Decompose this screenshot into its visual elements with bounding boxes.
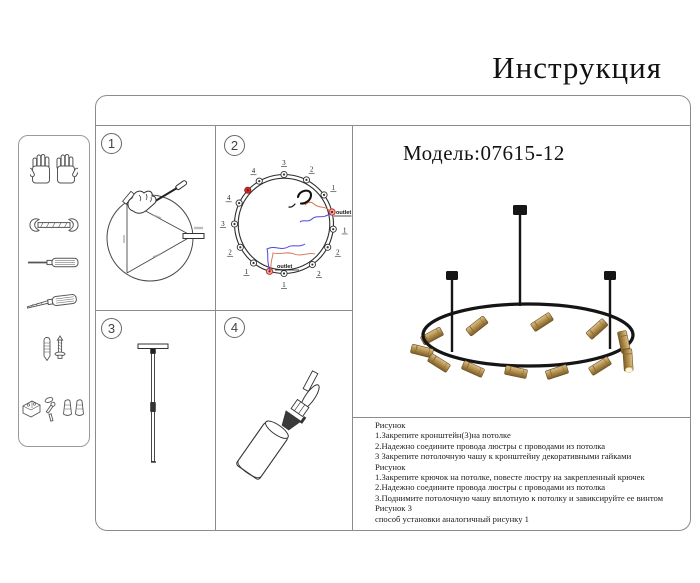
svg-text:2: 2 (336, 250, 340, 257)
panel1-drilling-diagram (106, 180, 205, 282)
outlet-right-label: outlet (336, 210, 351, 216)
svg-text:2: 2 (310, 167, 314, 174)
ring-mount-points: 3 2 1 1 2 2 1 1 2 3 4 4 (220, 160, 348, 289)
svg-text:1: 1 (282, 282, 285, 289)
ceiling-mount-center (513, 205, 527, 215)
page-title: Инструкция (492, 50, 662, 85)
svg-text:2: 2 (228, 250, 232, 257)
wrench-icon (19, 216, 89, 234)
outlet-bottom-wires (266, 243, 316, 272)
ceiling-mount-left (446, 271, 458, 280)
svg-text:1: 1 (245, 269, 248, 276)
ceiling-mount-right (604, 271, 616, 280)
svg-text:3: 3 (282, 160, 286, 167)
instruction-line: 1.Закрепите крючок на потолке, повесте л… (375, 472, 645, 483)
instruction-line: Рисунок (375, 461, 406, 472)
instruction-line: 1.Закрепите кронштейн(3)на потолке (375, 430, 511, 441)
step-4-number: 4 (224, 317, 245, 338)
main-frame (95, 95, 691, 531)
outlet-right-wires (299, 201, 331, 223)
second-screwdriver-icon (19, 292, 89, 312)
instruction-line: Рисунок (375, 420, 406, 430)
panel3-suspension-rod (137, 343, 169, 463)
connectors-screws-anchors-icon (19, 394, 89, 424)
lamp-glow (625, 367, 633, 373)
instruction-line: способ установки аналогичный рисунку 1 (375, 513, 529, 524)
instruction-line: 3.Поднимите потолочную чашу вплотную к п… (375, 492, 664, 503)
step-3-number: 3 (101, 318, 122, 339)
divider-vertical-1 (215, 125, 216, 530)
gloves-icon (19, 152, 89, 194)
anchor-and-screw-icon (19, 334, 89, 364)
instruction-line: Рисунок 3 (375, 503, 412, 514)
divider-vertical-2 (352, 125, 353, 530)
step-1-number: 1 (101, 133, 122, 154)
spotlight-shade (236, 420, 289, 480)
hand-with-screwdriver (122, 180, 188, 214)
tools-sidebar (18, 135, 90, 447)
panel4-spotlight-exploded (236, 370, 320, 480)
svg-text:4: 4 (252, 168, 256, 175)
step-2-number: 2 (224, 135, 245, 156)
ring-frame (421, 302, 635, 368)
divider-above-instructions (352, 417, 690, 418)
panel2-ring-diagram: 3 2 1 1 2 2 1 1 2 3 4 4 outlet outlet (220, 160, 352, 289)
installation-instructions: Рисунок 1.Закрепите кронштейн(3)на потол… (375, 420, 685, 524)
svg-text:3: 3 (221, 221, 225, 228)
flat-screwdriver-icon (19, 256, 89, 269)
divider-top (95, 125, 690, 126)
ceiling-hook-icon (288, 189, 313, 208)
svg-text:1: 1 (332, 185, 335, 192)
instruction-line: 2.Надежно соедините провода люстры с про… (375, 440, 606, 451)
instruction-line: 2.Надежно соедините провода люстры с про… (375, 482, 606, 493)
model-number: Модель:07615-12 (403, 141, 565, 165)
svg-text:2: 2 (317, 271, 321, 278)
instruction-line: 3 Закрепите потолочную чашу к кронштейну… (375, 451, 632, 462)
divider-middle-left (95, 310, 353, 311)
svg-text:4: 4 (227, 195, 231, 202)
mounting-bracket (182, 233, 205, 239)
svg-text:1: 1 (343, 227, 346, 234)
outlet-bottom-label: outlet (277, 264, 292, 270)
chandelier-image (409, 205, 635, 381)
